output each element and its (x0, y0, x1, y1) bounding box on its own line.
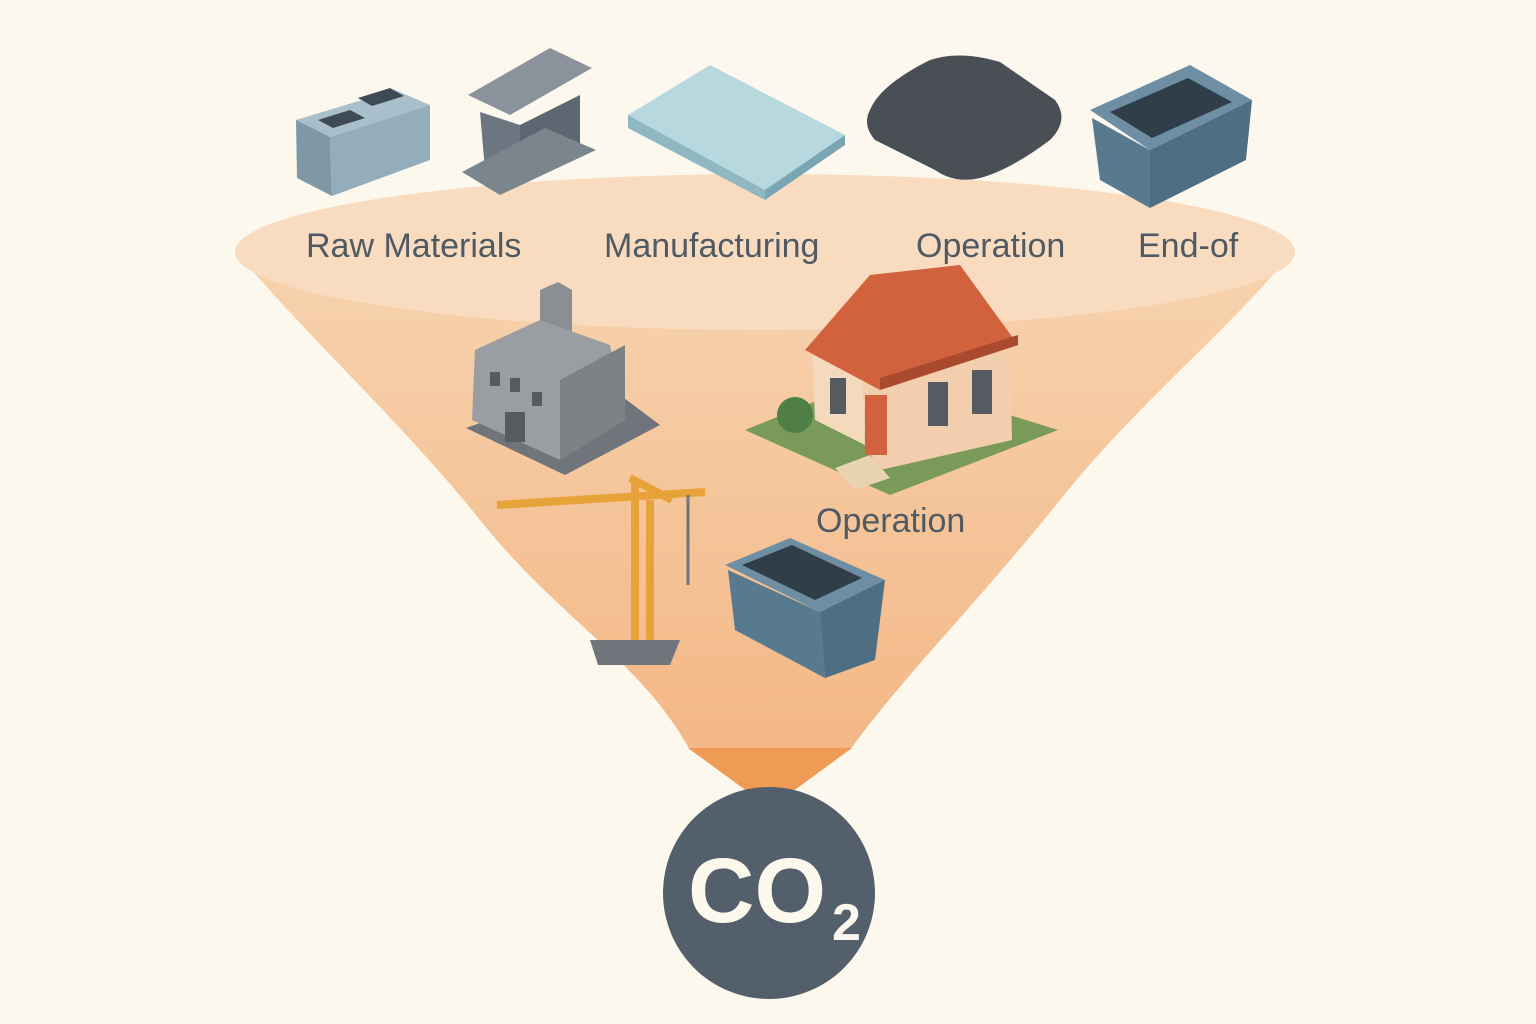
funnel-top (235, 174, 1295, 330)
container-icon (1090, 65, 1252, 208)
stage-label-raw-materials: Raw Materials (306, 227, 521, 265)
stage-label-end-of: End-of (1138, 227, 1239, 265)
stage-label-manufacturing: Manufacturing (604, 227, 819, 265)
house-icon (745, 265, 1058, 495)
steel-beam-icon (462, 48, 596, 195)
co2-label: CO (688, 840, 826, 942)
glass-panel-icon (628, 65, 845, 200)
asphalt-slab-icon (866, 55, 1062, 180)
dumpster-icon (725, 538, 885, 678)
stage-label-operation: Operation (916, 227, 1065, 265)
co2-output: CO 2 (663, 787, 875, 999)
concrete-block-icon (296, 88, 430, 196)
factory-icon (466, 282, 660, 475)
co2-subscript: 2 (832, 894, 861, 952)
inner-label-operation: Operation (816, 502, 965, 540)
arrow-down-icon (688, 748, 852, 808)
crane-icon (496, 474, 706, 665)
